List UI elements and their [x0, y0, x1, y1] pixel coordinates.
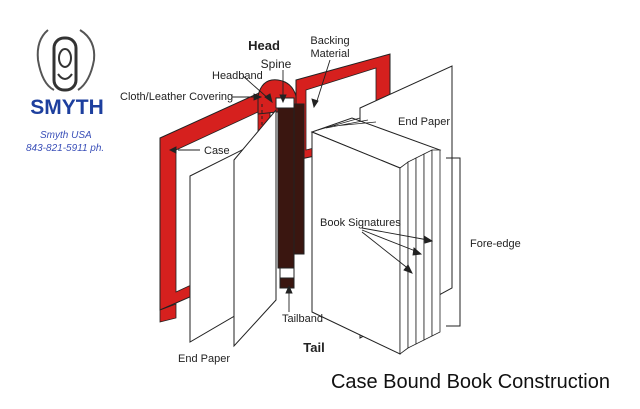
spine-strip: [277, 107, 295, 269]
diagram-caption: Case Bound Book Construction: [331, 371, 610, 393]
fore-edge-bracket: [446, 157, 461, 327]
label-cloth-covering: Cloth/Leather Covering: [120, 91, 233, 103]
label-tailband: Tailband: [282, 313, 323, 325]
label-tail: Tail: [303, 340, 324, 355]
label-head: Head: [248, 38, 280, 53]
label-end-paper-right: End Paper: [398, 116, 450, 128]
company-name: Smyth USA: [40, 130, 92, 141]
smyth-logo: SMYTH Smyth USA 843-821-5911 ph.: [26, 29, 104, 154]
book-block: [310, 117, 442, 355]
label-backing-line2: Material: [310, 48, 349, 60]
end-paper-left: [189, 108, 277, 348]
headband: [275, 97, 295, 109]
backing-material: [293, 103, 305, 255]
phone-number: 843-821-5911 ph.: [26, 143, 104, 154]
label-case: Case: [204, 145, 230, 157]
label-spine: Spine: [261, 57, 292, 71]
label-headband: Headband: [212, 70, 263, 82]
label-end-paper-left: End Paper: [178, 353, 230, 365]
logo-emblem-icon: [36, 29, 96, 92]
leader-lines: [168, 59, 434, 312]
label-fore-edge: Fore-edge: [470, 238, 521, 250]
diagram-labels: Head Spine Backing Material Headband Clo…: [120, 35, 521, 365]
label-book-signatures: Book Signatures: [320, 217, 401, 229]
label-backing-line1: Backing: [310, 35, 349, 47]
tailband: [279, 267, 295, 279]
logo-brand-text: SMYTH: [30, 96, 104, 119]
